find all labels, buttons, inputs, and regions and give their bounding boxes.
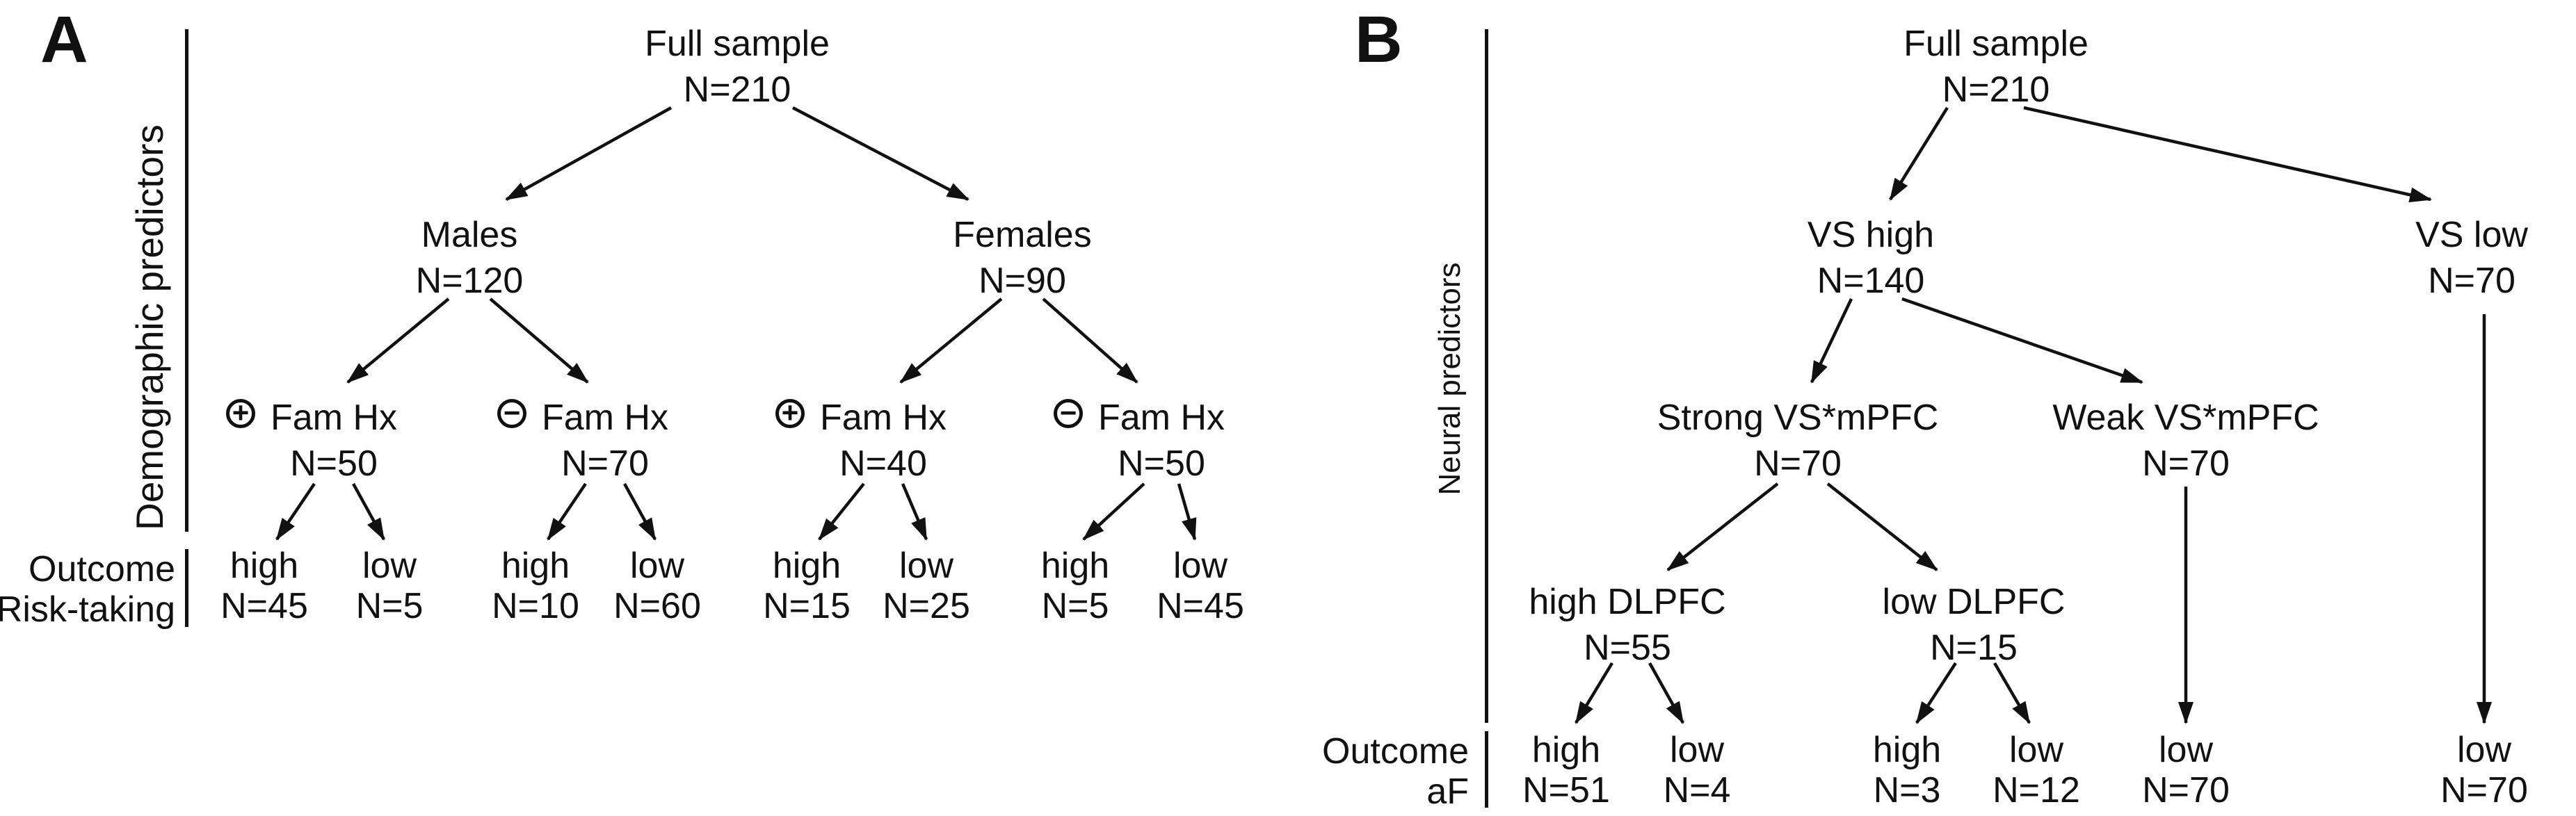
node-a-famhx-pos-males: +Fam Hx N=50	[226, 395, 397, 487]
panel-b-axis-line	[1485, 29, 1488, 723]
node-b-outcome-high-1: high N=51	[1522, 730, 1610, 810]
node-a-outcome-high-3: high N=15	[763, 546, 851, 626]
edge-males-to-famhx-neg	[489, 297, 589, 384]
edge-strong-to-lowdlpfc	[1826, 482, 1938, 571]
edge-full-to-vs-high	[1889, 106, 1949, 201]
panel-a-outcome-axis-tick	[185, 549, 188, 627]
panel-a-outcome-row-label: Outcome Risk-taking	[0, 549, 175, 630]
edge-males-to-famhx-pos	[346, 297, 450, 384]
node-a-outcome-high-2: high N=10	[492, 546, 579, 626]
node-a-famhx-neg-females: −Fam Hx N=50	[1054, 395, 1225, 487]
node-b-vs-low: VS low N=70	[2415, 215, 2528, 301]
edge-females-to-famhx-neg	[1042, 297, 1138, 384]
edge-famhx4-to-low	[1177, 483, 1197, 541]
node-a-males: Males N=120	[415, 215, 524, 301]
node-b-strong-vs-mpfc: Strong VS*mPFC N=70	[1657, 398, 1939, 484]
edge-strong-to-highdlpfc	[1666, 482, 1779, 571]
edge-famhx1-to-low	[352, 482, 385, 541]
edge-lowdlpfc-to-high	[1915, 662, 1957, 724]
node-a-outcome-low-3: low N=25	[883, 546, 970, 626]
panel-a-axis-line	[185, 29, 188, 532]
panel-b-outcome-row-label: Outcome aF	[1322, 731, 1469, 812]
outcome-label-line2: Risk-taking	[0, 589, 175, 630]
node-b-high-dlpfc: high DLPFC N=55	[1529, 582, 1726, 668]
plus-circle-icon: +	[226, 398, 255, 428]
node-a-famhx-pos-females: +Fam Hx N=40	[775, 395, 947, 487]
edge-highdlpfc-to-low	[1648, 662, 1684, 724]
node-a-outcome-low-1: low N=5	[355, 546, 424, 626]
node-b-full-sample: Full sample N=210	[1903, 24, 2088, 110]
edge-full-to-males	[505, 106, 673, 201]
node-a-outcome-low-2: low N=60	[613, 546, 701, 626]
edge-vshigh-to-weak	[1901, 297, 2143, 384]
node-a-females: Females N=90	[953, 215, 1092, 301]
edge-famhx3-to-high	[818, 482, 865, 541]
plus-circle-icon: +	[775, 398, 805, 428]
minus-circle-icon: −	[497, 398, 526, 428]
minus-circle-icon: −	[1054, 398, 1083, 428]
node-a-full-sample: Full sample N=210	[645, 24, 830, 110]
node-b-outcome-low-3: low N=70	[2142, 730, 2230, 810]
node-b-outcome-low-1: low N=4	[1663, 730, 1731, 810]
edge-females-to-famhx-pos	[899, 297, 1003, 384]
edge-highdlpfc-to-high	[1575, 662, 1613, 724]
node-a-outcome-high-1: high N=45	[220, 546, 308, 626]
outcome-label-line2: aF	[1426, 772, 1469, 812]
panel-b-letter: B	[1355, 3, 1403, 76]
edge-famhx2-to-low	[623, 482, 657, 541]
panel-a-letter: A	[40, 3, 88, 76]
edge-lowdlpfc-to-low	[1993, 662, 2031, 724]
edge-famhx1-to-high	[275, 482, 316, 541]
node-b-outcome-high-2: high N=3	[1872, 730, 1942, 810]
edge-famhx3-to-low	[901, 483, 928, 541]
node-a-famhx-neg-males: −Fam Hx N=70	[497, 395, 668, 487]
edge-famhx2-to-high	[547, 482, 587, 541]
node-b-weak-vs-mpfc: Weak VS*mPFC N=70	[2052, 398, 2319, 484]
node-b-outcome-low-2: low N=12	[1993, 730, 2080, 810]
outcome-label-line1: Outcome	[1322, 731, 1469, 772]
edge-famhx4-to-high	[1082, 482, 1145, 541]
node-a-outcome-high-4: high N=5	[1040, 546, 1110, 626]
edge-full-to-females	[791, 106, 969, 201]
edge-vshigh-to-strong	[1810, 298, 1853, 384]
node-a-outcome-low-4: low N=45	[1157, 546, 1244, 626]
node-b-outcome-low-4: low N=70	[2440, 730, 2528, 810]
panel-a-axis-label: Demographic predictors	[128, 124, 171, 530]
outcome-label-line1: Outcome	[29, 549, 175, 589]
edge-full-to-vs-low	[2023, 106, 2432, 203]
node-b-vs-high: VS high N=140	[1807, 215, 1935, 301]
node-b-low-dlpfc: low DLPFC N=15	[1882, 582, 2066, 668]
panel-b-axis-label: Neural predictors	[1433, 262, 1467, 496]
panel-b-outcome-axis-tick	[1485, 731, 1488, 808]
